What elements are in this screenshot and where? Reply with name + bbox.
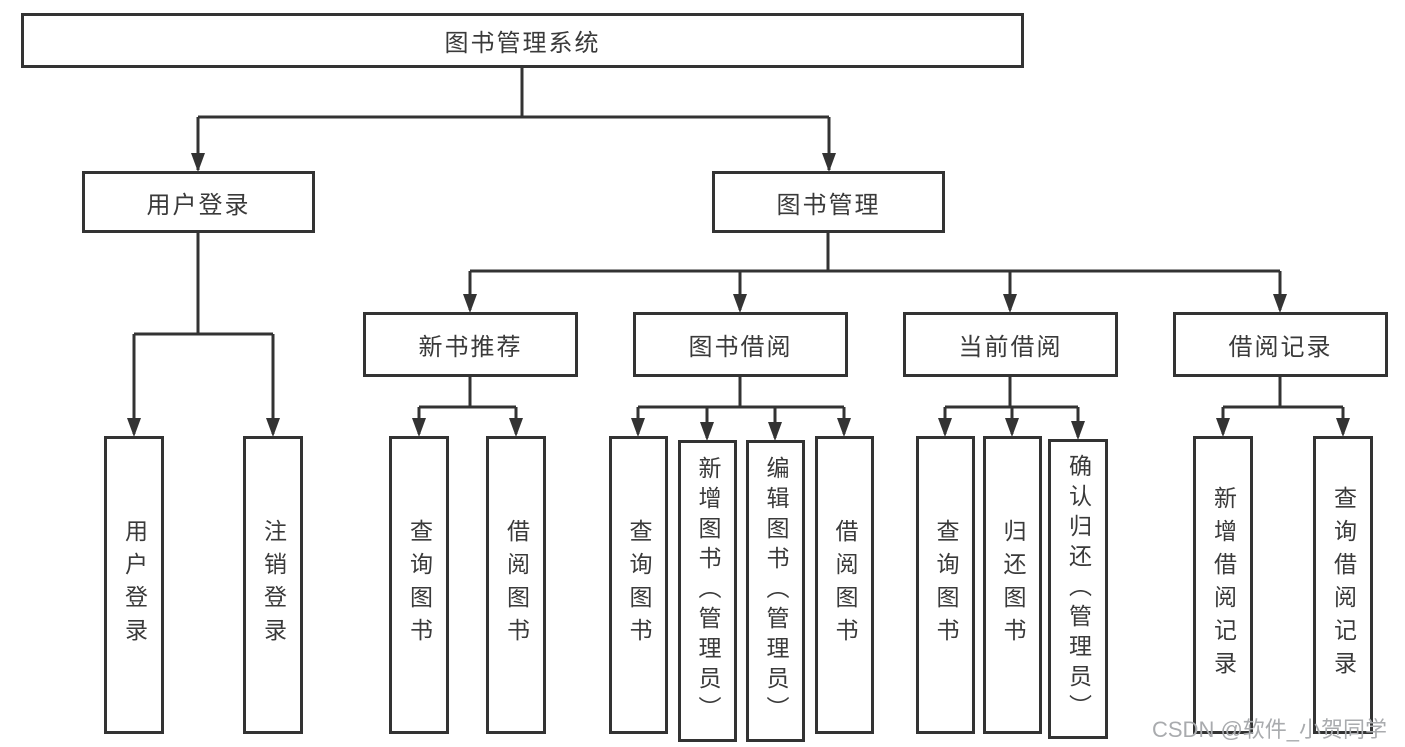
leaf-borrow-books-2-label: 借阅图书: [832, 519, 858, 651]
node-book-borrowing-label: 图书借阅: [688, 334, 793, 361]
node-new-book-recommendation: 新书推荐: [363, 312, 578, 377]
node-book-management: 图书管理: [712, 171, 945, 233]
node-library-system: 图书管理系统: [21, 13, 1024, 68]
node-book-borrowing: 图书借阅: [633, 312, 848, 377]
node-library-system-label: 图书管理系统: [444, 30, 601, 57]
watermark: CSDN @软件_小贺同学: [1152, 717, 1388, 742]
leaf-query-books-3: 查询图书: [916, 436, 975, 734]
leaf-confirm-return-admin: 确认归还（管理员）: [1048, 439, 1108, 739]
leaf-borrow-books-1-label: 借阅图书: [503, 519, 530, 651]
leaf-query-borrow-record: 查询借阅记录: [1313, 436, 1373, 734]
leaf-return-book-label: 归还图书: [1000, 519, 1026, 651]
leaf-query-books-3-label: 查询图书: [933, 519, 959, 651]
leaf-add-book-admin: 新增图书（管理员）: [678, 440, 737, 742]
leaf-edit-book-admin: 编辑图书（管理员）: [746, 440, 805, 742]
node-current-borrowing: 当前借阅: [903, 312, 1118, 377]
leaf-return-book: 归还图书: [983, 436, 1042, 734]
leaf-query-borrow-record-label: 查询借阅记录: [1330, 486, 1357, 684]
leaf-add-borrow-record-label: 新增借阅记录: [1210, 486, 1237, 684]
leaf-confirm-return-admin-label: 确认归还（管理员）: [1065, 454, 1092, 724]
node-user-login: 用户登录: [82, 171, 315, 233]
leaf-add-borrow-record: 新增借阅记录: [1193, 436, 1253, 734]
leaf-query-books-2-label: 查询图书: [626, 519, 652, 651]
leaf-query-books-2: 查询图书: [609, 436, 668, 734]
leaf-borrow-books-1: 借阅图书: [486, 436, 546, 734]
leaf-borrow-books-2: 借阅图书: [815, 436, 874, 734]
leaf-query-books-1-label: 查询图书: [406, 519, 433, 651]
leaf-user-login: 用户登录: [104, 436, 164, 734]
node-current-borrowing-label: 当前借阅: [958, 334, 1063, 361]
node-borrowing-records: 借阅记录: [1173, 312, 1388, 377]
node-new-book-recommendation-label: 新书推荐: [418, 334, 523, 361]
node-book-management-label: 图书管理: [776, 191, 881, 219]
leaf-query-books-1: 查询图书: [389, 436, 449, 734]
leaf-logout-label: 注销登录: [260, 519, 287, 651]
node-borrowing-records-label: 借阅记录: [1228, 334, 1333, 361]
node-user-login-label: 用户登录: [146, 191, 251, 219]
leaf-logout: 注销登录: [243, 436, 303, 734]
leaf-edit-book-admin-label: 编辑图书（管理员）: [763, 456, 789, 726]
leaf-add-book-admin-label: 新增图书（管理员）: [695, 456, 721, 726]
leaf-user-login-label: 用户登录: [121, 519, 148, 651]
